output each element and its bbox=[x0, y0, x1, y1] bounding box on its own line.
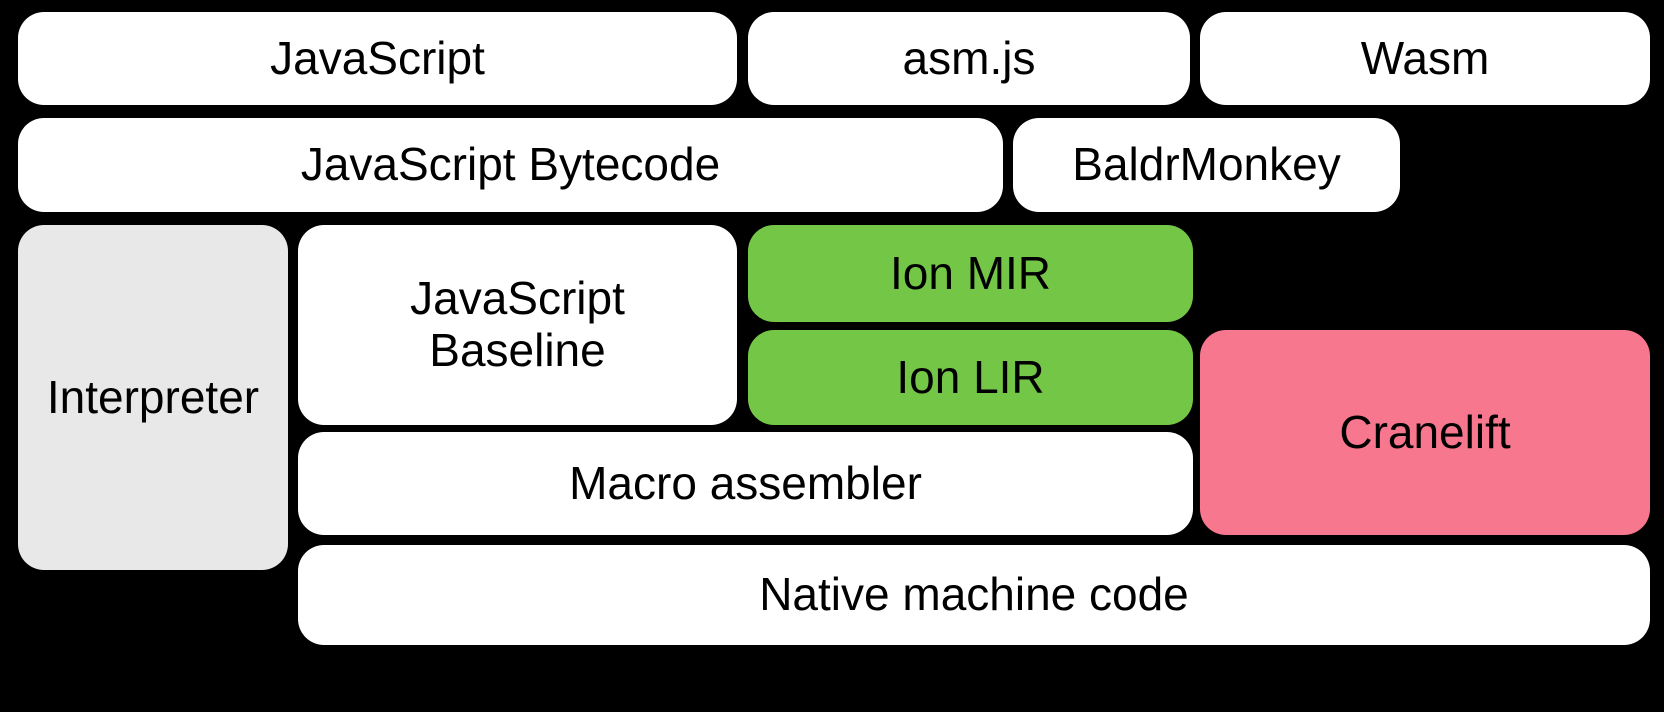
node-baldrmonkey[interactable]: BaldrMonkey bbox=[1013, 118, 1400, 212]
node-cranelift[interactable]: Cranelift bbox=[1200, 330, 1650, 535]
node-ion-lir[interactable]: Ion LIR bbox=[748, 330, 1193, 425]
node-asmjs[interactable]: asm.js bbox=[748, 12, 1190, 105]
node-javascript-baseline[interactable]: JavaScript Baseline bbox=[298, 225, 737, 425]
node-javascript[interactable]: JavaScript bbox=[18, 12, 737, 105]
node-interpreter[interactable]: Interpreter bbox=[18, 225, 288, 570]
node-ion-mir[interactable]: Ion MIR bbox=[748, 225, 1193, 322]
node-macro-assembler[interactable]: Macro assembler bbox=[298, 432, 1193, 535]
node-native-machine-code[interactable]: Native machine code bbox=[298, 545, 1650, 645]
node-wasm[interactable]: Wasm bbox=[1200, 12, 1650, 105]
node-javascript-bytecode[interactable]: JavaScript Bytecode bbox=[18, 118, 1003, 212]
